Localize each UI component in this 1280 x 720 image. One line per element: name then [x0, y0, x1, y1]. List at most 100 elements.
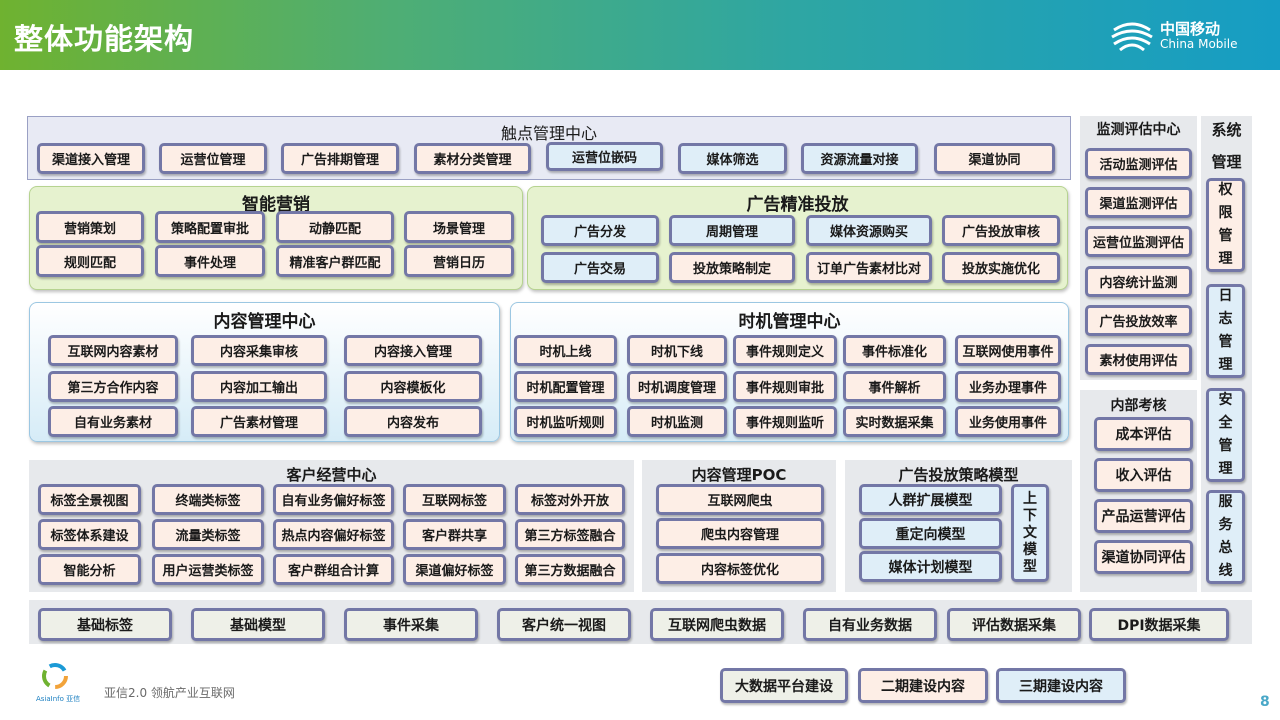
marketing-item-strategy-approval[interactable]: 策略配置审批	[155, 211, 265, 243]
base-item-basic-tag[interactable]: 基础标签	[38, 608, 172, 641]
customer-item-internet-tag[interactable]: 互联网标签	[403, 484, 506, 515]
customer-item-tag-overview[interactable]: 标签全景视图	[38, 484, 141, 515]
customer-item-third-party-tag-merge[interactable]: 第三方标签融合	[515, 519, 625, 550]
system-char: 日	[1218, 288, 1233, 304]
timing-item-rule-listen[interactable]: 事件规则监听	[733, 406, 837, 437]
timing-item-internet-usage-event[interactable]: 互联网使用事件	[955, 335, 1061, 366]
marketing-item-rule-match[interactable]: 规则匹配	[36, 245, 144, 277]
system-char: 管	[1218, 438, 1233, 454]
customer-item-channel-pref-tag[interactable]: 渠道偏好标签	[403, 554, 506, 585]
base-item-dpi-data-collect[interactable]: DPI数据采集	[1089, 608, 1229, 641]
internal-item-product-operation[interactable]: 产品运营评估	[1094, 499, 1193, 533]
ad-item-strategy-making[interactable]: 投放策略制定	[669, 252, 795, 283]
customer-item-group-compute[interactable]: 客户群组合计算	[273, 554, 394, 585]
system-item-permission[interactable]: 权 限 管 理	[1206, 178, 1245, 272]
strategy-item-crowd-expand[interactable]: 人群扩展模型	[859, 484, 1002, 515]
touch-item-slot-management[interactable]: 运营位管理	[159, 143, 267, 174]
context-model-char: 上	[1023, 490, 1037, 507]
timing-item-event-parse[interactable]: 事件解析	[843, 371, 946, 402]
page-title: 整体功能架构	[14, 22, 195, 56]
ad-item-implementation-optimize[interactable]: 投放实施优化	[942, 252, 1060, 283]
system-item-log[interactable]: 日 志 管 理	[1206, 284, 1245, 378]
content-item-template[interactable]: 内容模板化	[344, 371, 482, 402]
poc-item-tag-optimize[interactable]: 内容标签优化	[656, 553, 824, 584]
monitor-item-content-stats[interactable]: 内容统计监测	[1085, 266, 1192, 297]
content-item-own-business[interactable]: 自有业务素材	[48, 406, 178, 437]
base-item-event-collect[interactable]: 事件采集	[344, 608, 478, 641]
timing-item-rule-define[interactable]: 事件规则定义	[733, 335, 837, 366]
monitor-item-material-usage[interactable]: 素材使用评估	[1085, 344, 1192, 375]
touch-item-channel-access[interactable]: 渠道接入管理	[37, 143, 145, 174]
ad-item-order-material-compare[interactable]: 订单广告素材比对	[806, 252, 932, 283]
monitor-item-slot[interactable]: 运营位监测评估	[1085, 226, 1192, 257]
marketing-item-calendar[interactable]: 营销日历	[404, 245, 514, 277]
ad-item-distribution[interactable]: 广告分发	[541, 215, 659, 246]
timing-item-event-standardize[interactable]: 事件标准化	[843, 335, 946, 366]
base-item-basic-model[interactable]: 基础模型	[191, 608, 325, 641]
ad-panel-title: 广告精准投放	[746, 195, 849, 215]
strategy-item-context-model[interactable]: 上 下 文 模 型	[1011, 484, 1049, 582]
touch-item-ad-scheduling[interactable]: 广告排期管理	[281, 143, 399, 174]
monitor-item-ad-efficiency[interactable]: 广告投放效率	[1085, 305, 1192, 336]
system-item-security[interactable]: 安 全 管 理	[1206, 388, 1245, 482]
base-item-crawler-data[interactable]: 互联网爬虫数据	[650, 608, 784, 641]
marketing-item-scene-management[interactable]: 场景管理	[404, 211, 514, 243]
timing-item-rule-approval[interactable]: 事件规则审批	[733, 371, 837, 402]
base-item-own-business-data[interactable]: 自有业务数据	[803, 608, 937, 641]
base-item-customer-view[interactable]: 客户统一视图	[497, 608, 631, 641]
internal-item-channel-collab[interactable]: 渠道协同评估	[1094, 540, 1193, 574]
timing-item-business-handle-event[interactable]: 业务办理事件	[955, 371, 1061, 402]
touch-item-slot-embed-code[interactable]: 运营位嵌码	[546, 142, 663, 171]
ad-item-cycle-management[interactable]: 周期管理	[669, 215, 795, 246]
timing-item-online[interactable]: 时机上线	[514, 335, 617, 366]
timing-item-listen-rule[interactable]: 时机监听规则	[514, 406, 617, 437]
timing-item-config[interactable]: 时机配置管理	[514, 371, 617, 402]
customer-item-traffic-tag[interactable]: 流量类标签	[152, 519, 264, 550]
content-item-processing-output[interactable]: 内容加工输出	[191, 371, 327, 402]
customer-item-user-operation-tag[interactable]: 用户运营类标签	[152, 554, 264, 585]
system-char: 管	[1218, 334, 1233, 350]
customer-item-terminal-tag[interactable]: 终端类标签	[152, 484, 264, 515]
timing-item-business-usage-event[interactable]: 业务使用事件	[955, 406, 1061, 437]
customer-item-tag-open[interactable]: 标签对外开放	[515, 484, 625, 515]
poc-item-crawler-content[interactable]: 爬虫内容管理	[656, 518, 824, 549]
system-char: 限	[1218, 205, 1233, 221]
touch-item-channel-collab[interactable]: 渠道协同	[934, 143, 1055, 174]
customer-item-third-party-data-merge[interactable]: 第三方数据融合	[515, 554, 625, 585]
poc-item-crawler[interactable]: 互联网爬虫	[656, 484, 824, 515]
touch-item-material-classification[interactable]: 素材分类管理	[414, 143, 531, 174]
touch-item-traffic-docking[interactable]: 资源流量对接	[801, 143, 918, 174]
timing-item-offline[interactable]: 时机下线	[627, 335, 727, 366]
monitor-item-channel[interactable]: 渠道监测评估	[1085, 187, 1192, 218]
customer-item-smart-analysis[interactable]: 智能分析	[38, 554, 141, 585]
customer-item-group-share[interactable]: 客户群共享	[403, 519, 506, 550]
strategy-item-media-plan[interactable]: 媒体计划模型	[859, 551, 1002, 582]
content-item-publish[interactable]: 内容发布	[344, 406, 482, 437]
customer-item-own-business-tag[interactable]: 自有业务偏好标签	[273, 484, 394, 515]
marketing-item-event-processing[interactable]: 事件处理	[155, 245, 265, 277]
internal-item-revenue[interactable]: 收入评估	[1094, 458, 1193, 492]
header-banner: 整体功能架构 中国移动 China Mobile	[0, 0, 1280, 70]
internal-item-cost[interactable]: 成本评估	[1094, 417, 1193, 451]
marketing-item-dynamic-match[interactable]: 动静匹配	[276, 211, 394, 243]
ad-item-media-purchase[interactable]: 媒体资源购买	[806, 215, 932, 246]
content-item-access-management[interactable]: 内容接入管理	[344, 335, 482, 366]
content-item-internet-material[interactable]: 互联网内容素材	[48, 335, 178, 366]
monitor-item-activity[interactable]: 活动监测评估	[1085, 148, 1192, 179]
ad-item-delivery-review[interactable]: 广告投放审核	[942, 215, 1060, 246]
marketing-item-planning[interactable]: 营销策划	[36, 211, 144, 243]
content-item-third-party[interactable]: 第三方合作内容	[48, 371, 178, 402]
customer-item-tag-system[interactable]: 标签体系建设	[38, 519, 141, 550]
touch-item-media-filter[interactable]: 媒体筛选	[678, 143, 787, 174]
ad-item-trading[interactable]: 广告交易	[541, 252, 659, 283]
system-item-service-bus[interactable]: 服 务 总 线	[1206, 490, 1245, 584]
strategy-item-retargeting[interactable]: 重定向模型	[859, 518, 1002, 549]
customer-item-hot-content-tag[interactable]: 热点内容偏好标签	[273, 519, 394, 550]
content-item-collect-review[interactable]: 内容采集审核	[191, 335, 327, 366]
content-item-ad-material[interactable]: 广告素材管理	[191, 406, 327, 437]
timing-item-monitoring[interactable]: 时机监测	[627, 406, 727, 437]
marketing-item-precise-group-match[interactable]: 精准客户群匹配	[276, 245, 394, 277]
timing-item-scheduling[interactable]: 时机调度管理	[627, 371, 727, 402]
base-item-eval-data-collect[interactable]: 评估数据采集	[947, 608, 1081, 641]
timing-item-realtime-collect[interactable]: 实时数据采集	[843, 406, 946, 437]
